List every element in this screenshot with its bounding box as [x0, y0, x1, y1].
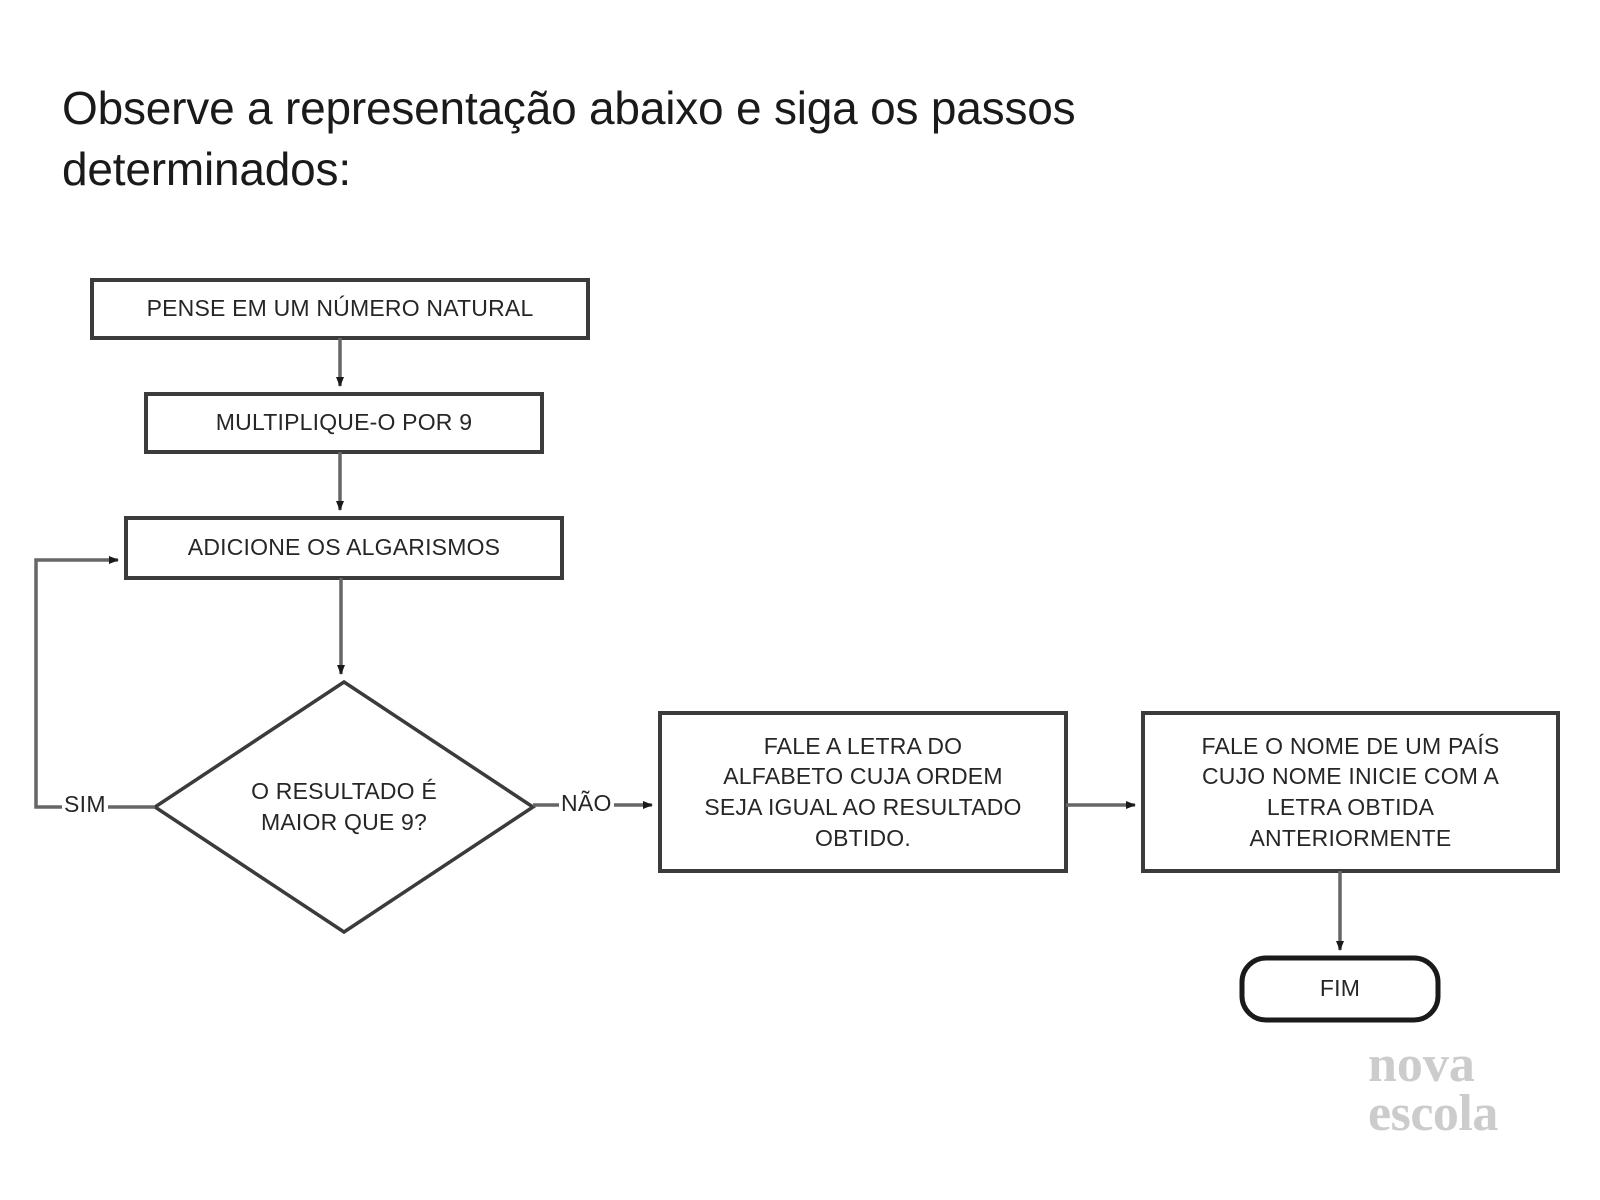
- node-pense-em-um-numero-natural-shape: [90, 278, 590, 340]
- node-fale-a-letra-shape: [658, 711, 1068, 873]
- edge-decision-sim-to-adicione: [34, 556, 155, 809]
- node-fim-shape: [1239, 955, 1441, 1023]
- watermark-line-1: nova: [1368, 1036, 1475, 1093]
- node-adicione-os-algarismos-shape: [124, 516, 564, 580]
- node-fale-o-nome-de-um-pais-shape: [1141, 711, 1560, 873]
- nova-escola-watermark: nova escola: [1368, 1039, 1578, 1143]
- node-decision-shape: [151, 679, 537, 935]
- watermark-line-2: escola: [1368, 1085, 1498, 1143]
- node-multiplique-o-por-9-shape: [144, 392, 544, 454]
- page-title: Observe a representação abaixo e siga os…: [62, 82, 1076, 195]
